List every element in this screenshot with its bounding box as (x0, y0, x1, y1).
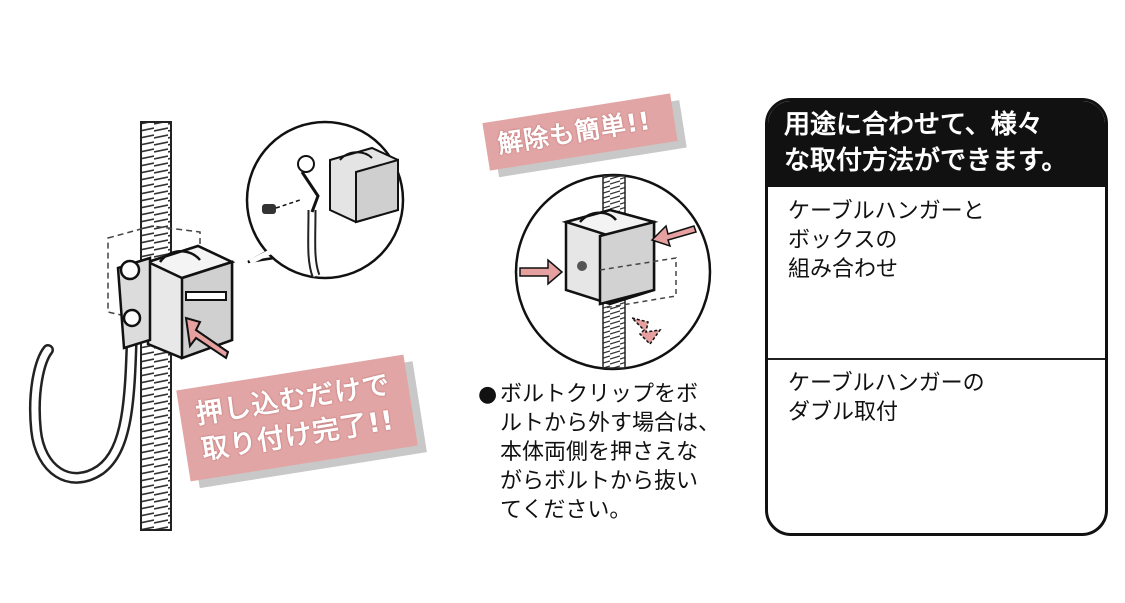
panel-title-line1: 用途に合わせて、様々 (784, 110, 1043, 140)
section-double-hanger-label: ケーブルハンガーの ダブル取付 (788, 369, 985, 427)
release-arrow-down (629, 316, 662, 346)
removal-note: ● ボルトクリップをボ ルトから外す場合は、 本体両側を押さえな がらボルトから… (478, 380, 748, 525)
note-line: がらボルトから抜い (500, 469, 699, 494)
note-bullet: ● (478, 382, 498, 407)
usage-panel-header: 用途に合わせて、様々 な取付方法ができます。 (768, 101, 1105, 187)
note-line: 本体両側を押さえな (500, 440, 699, 465)
bolt-clip-middle (561, 208, 677, 309)
section1-line1: ケーブルハンガーと (788, 199, 985, 224)
panel-title-line2: な取付方法ができます。 (784, 146, 1068, 176)
section1-line3: 組み合わせ (788, 257, 899, 282)
note-line: てください。 (500, 498, 632, 523)
detail-callout (245, 120, 405, 280)
release-arrow-left (519, 258, 564, 286)
section1-line2: ボックスの (788, 228, 898, 253)
release-arrow-right (650, 224, 697, 248)
usage-panel: 用途に合わせて、様々 な取付方法ができます。 ケーブルハンガーと ボックスの 組… (765, 98, 1108, 536)
note-line: ボルトクリップをボ (500, 382, 699, 407)
section2-line1: ケーブルハンガーの (788, 371, 985, 396)
bolt-clip (116, 244, 236, 360)
section-divider (768, 358, 1105, 360)
section-hanger-box-label: ケーブルハンガーと ボックスの 組み合わせ (788, 197, 985, 284)
note-line: ルトから外す場合は、 (500, 411, 721, 436)
section2-line2: ダブル取付 (788, 400, 899, 425)
push-arrow-left (184, 316, 230, 360)
